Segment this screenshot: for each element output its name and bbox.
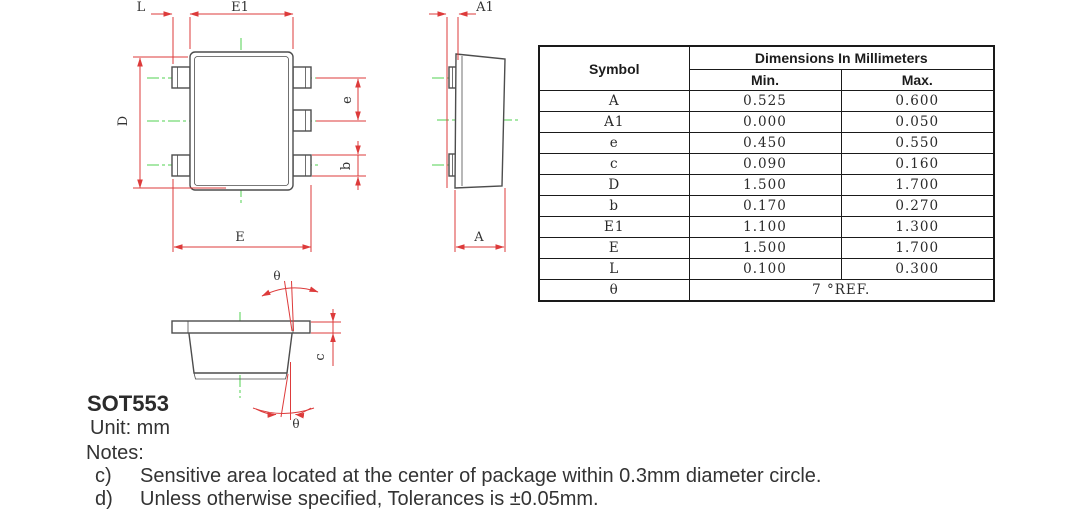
max-cell: 0.300: [840, 258, 995, 280]
dim-label-E1: E1: [231, 0, 249, 15]
note-id: d): [95, 488, 113, 510]
symbol-cell: e: [538, 132, 690, 154]
notes-title: Notes:: [86, 442, 144, 464]
top-view: L E1 D E e b: [116, 0, 366, 252]
min-cell: 0.100: [688, 258, 842, 280]
symbol-cell: A1: [538, 111, 690, 133]
symbol-cell: A: [538, 90, 690, 112]
table-row: c 0.090 0.160: [538, 153, 995, 175]
note-item: c) Sensitive area located at the center o…: [95, 465, 821, 488]
max-cell: 0.160: [840, 153, 995, 175]
table-row: b 0.170 0.270: [538, 195, 995, 217]
theta-ref-cell: 7 °REF.: [688, 279, 995, 302]
symbol-cell: E: [538, 237, 690, 259]
note-text: Unless otherwise specified, Tolerances i…: [140, 488, 599, 510]
table-row: D 1.500 1.700: [538, 174, 995, 196]
max-cell: 1.700: [840, 174, 995, 196]
front-view: θ c θ: [171, 269, 341, 431]
min-cell: 0.090: [688, 153, 842, 175]
min-cell: 0.170: [688, 195, 842, 217]
max-cell: 0.600: [840, 90, 995, 112]
note-text: Sensitive area located at the center of …: [140, 465, 822, 487]
min-cell: 0.000: [688, 111, 842, 133]
dim-label-D: D: [116, 116, 131, 126]
package-name: SOT553: [87, 391, 169, 416]
table-header-dimensions: Dimensions In Millimeters: [688, 45, 995, 70]
table-row-theta: θ 7 °REF.: [538, 279, 995, 302]
symbol-cell: L: [538, 258, 690, 280]
max-cell: 0.050: [840, 111, 995, 133]
min-cell: 1.100: [688, 216, 842, 238]
dim-label-A1: A1: [475, 0, 494, 15]
dimension-lines: [429, 11, 506, 252]
min-cell: 1.500: [688, 237, 842, 259]
table-row: A 0.525 0.600: [538, 90, 995, 112]
unit-label: Unit: mm: [90, 417, 170, 439]
max-cell: 0.270: [840, 195, 995, 217]
table-row: e 0.450 0.550: [538, 132, 995, 154]
dim-label-E: E: [235, 230, 245, 245]
max-cell: 0.550: [840, 132, 995, 154]
dim-label-c: c: [313, 353, 328, 360]
note-id: c): [95, 465, 112, 487]
dim-label-A: A: [473, 230, 484, 245]
symbol-cell: θ: [538, 279, 690, 302]
table-header-max: Max.: [840, 69, 995, 91]
table-row: A1 0.000 0.050: [538, 111, 995, 133]
dimensions-table: Symbol Dimensions In Millimeters Min. Ma…: [538, 45, 995, 302]
table-row: E 1.500 1.700: [538, 237, 995, 259]
min-cell: 0.525: [688, 90, 842, 112]
package-body: [171, 51, 312, 191]
note-item: d) Unless otherwise specified, Tolerances…: [95, 488, 599, 511]
min-cell: 1.500: [688, 174, 842, 196]
max-cell: 1.300: [840, 216, 995, 238]
table-header-symbol: Symbol: [538, 45, 690, 91]
dimension-lines: [133, 11, 366, 252]
symbol-cell: E1: [538, 216, 690, 238]
max-cell: 1.700: [840, 237, 995, 259]
table-header-min: Min.: [688, 69, 842, 91]
package-body: [171, 320, 311, 380]
table-row: L 0.100 0.300: [538, 258, 995, 280]
table-row: E1 1.100 1.300: [538, 216, 995, 238]
package-body: [448, 53, 506, 189]
dim-label-L: L: [137, 0, 146, 15]
dim-label-e: e: [340, 96, 355, 104]
symbol-cell: b: [538, 195, 690, 217]
dimension-lines: [252, 280, 341, 420]
dim-label-b: b: [339, 162, 354, 170]
dim-label-theta-top: θ: [273, 269, 280, 283]
dim-label-theta-bottom: θ: [292, 417, 299, 431]
side-view: A1 A: [429, 0, 521, 252]
symbol-cell: D: [538, 174, 690, 196]
symbol-cell: c: [538, 153, 690, 175]
min-cell: 0.450: [688, 132, 842, 154]
